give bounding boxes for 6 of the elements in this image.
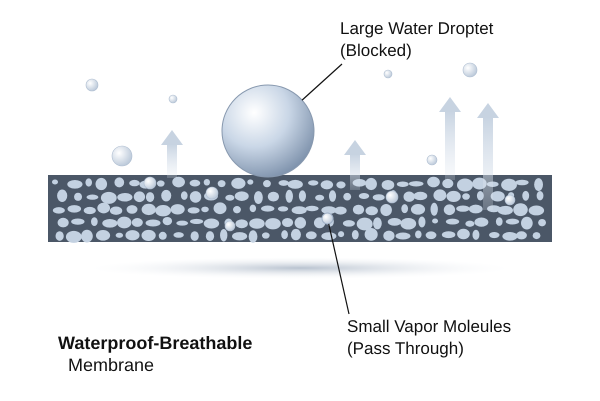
diagram-title: Waterproof-Breathable Membrane [58, 332, 254, 376]
water-droplet [222, 84, 314, 178]
leader-line [302, 64, 342, 101]
callout-text: Small Vapor Moleules (Pass Through) [347, 316, 537, 360]
leader-line [328, 224, 350, 314]
callout-text: Large Water Droptet (Blocked) [340, 18, 560, 62]
